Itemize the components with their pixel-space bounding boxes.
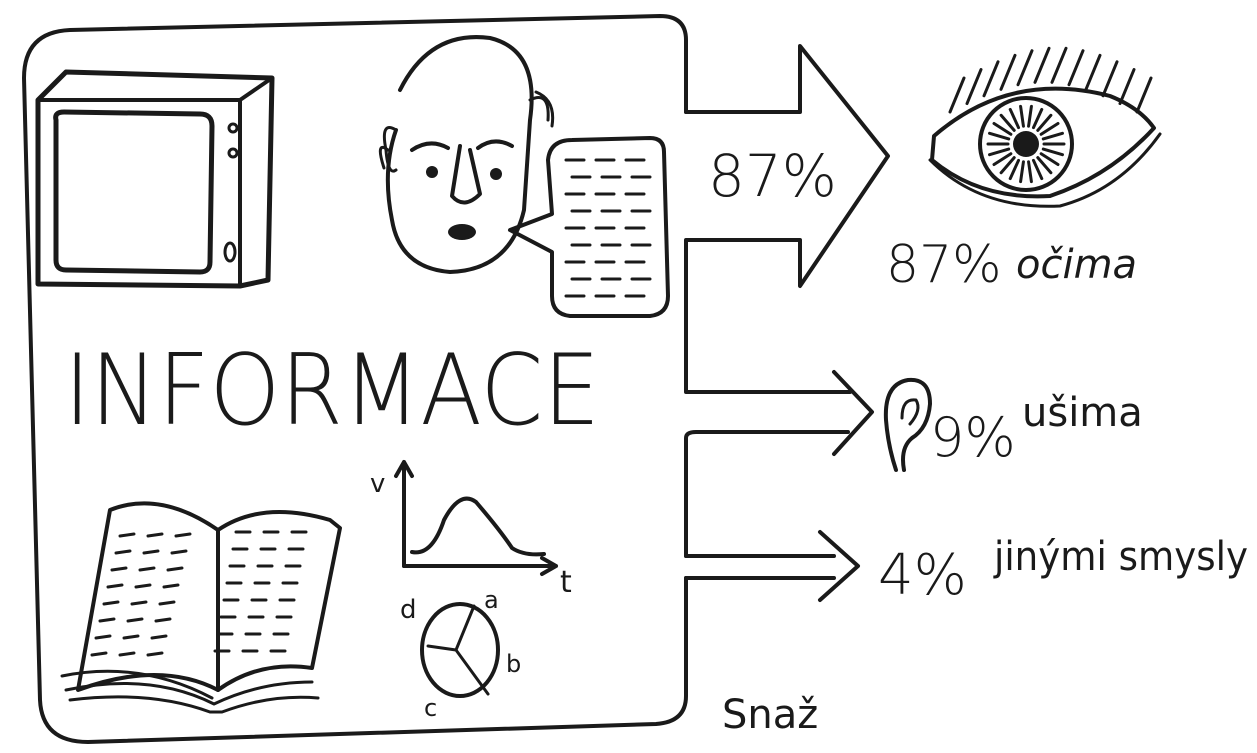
pie-letter-d: d [400,595,417,625]
footer-text: Snaž [722,692,818,738]
book-text-dash [120,534,134,536]
book-text-dash [140,568,154,570]
book-text-dash [144,551,158,553]
curve-graph-icon: v t [370,462,572,600]
iris-ray [1043,149,1062,155]
book-text-dash [104,602,118,604]
eyelash [1120,70,1134,104]
iris-ray [1033,160,1041,178]
book-text-dash [120,653,134,655]
book-text-dash [136,585,150,587]
book-text-dash [96,636,110,638]
book-text-dash [128,619,142,621]
pie-letter-a: a [484,586,499,614]
channel-ear-label: ušima [1022,390,1143,436]
pie-letter-b: b [506,650,521,678]
eyelash [1103,62,1117,96]
channel-other-percent: 4% [878,543,967,608]
iris-ray [1029,106,1032,126]
eyelash [1035,48,1049,82]
book-icon [62,503,340,712]
speech-bubble-icon [510,138,668,316]
iris-ray [990,149,1009,155]
channel-eye-label: očima [1016,242,1137,288]
book-text-dash [124,636,138,638]
book-text-dash [168,568,182,570]
eyelash [1069,51,1083,85]
book-text-dash [116,551,130,553]
eyelash [1052,48,1066,82]
iris-ray [1010,109,1018,127]
arrow-to-other-senses [686,532,858,600]
book-text-dash [160,602,174,604]
graph-x-letter: t [560,565,572,600]
book-text-dash [112,568,126,570]
graph-y-letter: v [370,469,385,499]
eye-icon [930,48,1160,206]
book-text-dash [148,653,162,655]
book-text-dash [172,551,186,553]
tv-icon [38,72,272,286]
eyelash [967,70,981,104]
eyelash [1086,55,1100,89]
iris-ray [1029,162,1032,182]
book-text-dash [100,619,114,621]
book-text-dash [108,585,122,587]
channel-ear-percent: 9% [930,406,1016,469]
iris-ray [1033,109,1041,127]
book-text-dash [148,534,162,536]
title-informace: INFORMACE [64,334,600,448]
iris-ray [1021,106,1024,126]
eyelash [1001,55,1015,89]
book-text-dash [152,636,166,638]
eyelash [984,62,998,96]
book-text-dash [92,653,106,655]
arrow-percent-label: 87% [708,142,837,210]
iris-ray [1021,162,1024,182]
channel-eye-percent: 87% [886,235,1002,295]
pie-letter-c: c [424,694,437,722]
book-text-dash [176,534,190,536]
title-text: INFORMACE [64,334,600,448]
iris-ray [1010,160,1018,178]
arrow-to-ear [686,372,872,556]
book-text-dash [164,585,178,587]
iris-ray [1043,133,1062,139]
arrow-to-eye [686,46,888,392]
iris-ray [990,133,1009,139]
pie-chart-icon: d a b c [400,586,521,722]
ear-icon [886,380,930,470]
eyelash [1018,51,1032,85]
book-text-dash [132,602,146,604]
eyelash [950,78,964,112]
book-text-dash [156,619,170,621]
channel-other-label: jinými smysly [993,534,1248,580]
eyelash [1137,78,1151,112]
